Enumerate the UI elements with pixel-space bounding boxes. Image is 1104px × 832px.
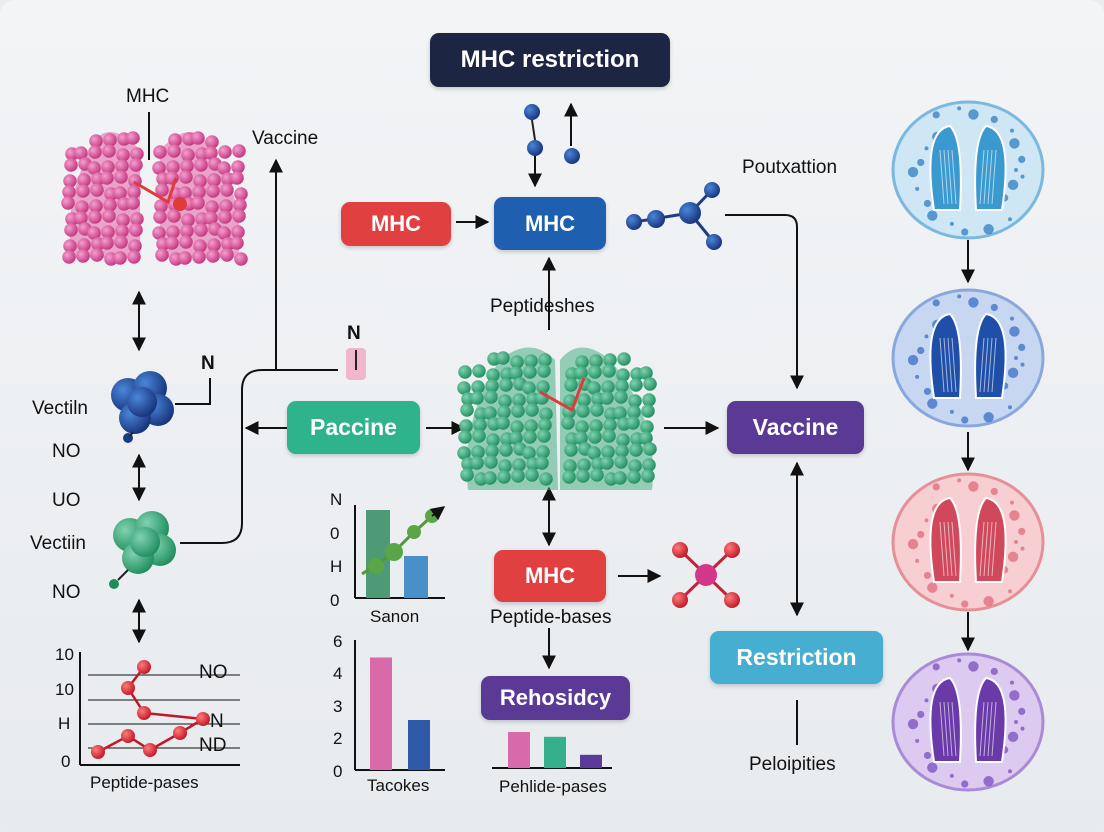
connector-vectiln-n <box>175 378 211 405</box>
chart2-y-tick: 6 <box>333 632 343 651</box>
bars3-bar <box>544 736 566 768</box>
n-center-label: N <box>347 323 361 344</box>
mhc-red-box: MHC <box>341 202 451 246</box>
vectiln-label: Vectiln <box>32 398 88 419</box>
cell-blue-icon <box>891 100 1045 240</box>
poutxattion-label: Poutxattion <box>742 157 838 178</box>
peloipities-label: Peloipities <box>749 754 836 775</box>
bars1-bar <box>404 556 428 598</box>
chart1-y-tick: N <box>330 490 343 509</box>
chart2-y-tick: 4 <box>333 664 343 683</box>
line-plot-y-tick: 0 <box>61 752 71 771</box>
bar-chart-tacokes <box>370 657 430 770</box>
mhc-protein-green-icon <box>457 347 657 490</box>
peptide-bases-label: Peptide-bases <box>490 607 612 628</box>
molecule-dots-icon <box>524 104 580 164</box>
trend-line-icon <box>361 506 446 576</box>
mhc-bottom-box: MHC <box>494 550 606 602</box>
molecule-chain-icon <box>626 182 722 250</box>
bars2-bar <box>408 720 430 770</box>
peptideshes-label: Peptideshes <box>490 296 595 317</box>
cell-navy-icon <box>891 288 1045 428</box>
line-plot-label: ND <box>199 735 227 756</box>
rehosidcy-box: Rehosidcy <box>481 676 630 720</box>
chart2-xlabel: Tacokes <box>367 776 430 795</box>
chart2-y-tick: 2 <box>333 729 343 748</box>
uo-label: UO <box>52 490 81 511</box>
mhc-protein-pink-icon <box>61 131 248 266</box>
mhc-blue-box: MHC <box>494 197 606 250</box>
no-label-1: NO <box>52 441 81 462</box>
chart1-y-tick: 0 <box>330 524 340 543</box>
line-plot-caption: Peptide-pases <box>90 773 199 792</box>
arrow-to-vaccine-down <box>725 214 804 390</box>
line-plot-label: NO <box>199 662 228 683</box>
bars3-bar <box>508 732 530 768</box>
paccine-box: Paccine <box>287 401 420 454</box>
peptide-line-plot <box>79 652 240 766</box>
vaccine-box: Vaccine <box>727 401 864 454</box>
title-box: MHC restriction <box>430 33 670 87</box>
line-plot-y-tick: 10 <box>55 680 74 699</box>
line-plot-y-tick: H <box>58 714 71 733</box>
chart2-y-tick: 0 <box>333 762 343 781</box>
line-plot-label: N <box>210 711 224 732</box>
vaccine-arrow-label: Vaccine <box>252 128 319 149</box>
molecule-cluster-green-icon <box>109 511 176 589</box>
bars2-bar <box>370 657 392 770</box>
bars3-bar <box>580 754 602 768</box>
cell-red-icon <box>891 472 1045 612</box>
connector-vectiin <box>180 369 338 544</box>
vectiin-label: Vectiin <box>30 533 86 554</box>
chart1-y-tick: H <box>330 557 343 576</box>
molecule-star-icon <box>672 542 740 608</box>
restriction-box: Restriction <box>710 631 883 684</box>
n-left-label: N <box>201 353 215 374</box>
chart3-xlabel: Pehlide-pases <box>499 777 607 796</box>
mhc-top-label: MHC <box>126 86 170 107</box>
chart2-y-tick: 3 <box>333 697 343 716</box>
molecule-cluster-blue-icon <box>111 371 174 443</box>
chart1-y-tick: 0 <box>330 591 340 610</box>
chart1-xlabel: Sanon <box>370 607 420 626</box>
bar-chart-pehlide <box>508 732 602 768</box>
line-plot-y-tick: 10 <box>55 645 74 664</box>
cell-purple-icon <box>891 652 1045 792</box>
no-label-2: NO <box>52 582 81 603</box>
